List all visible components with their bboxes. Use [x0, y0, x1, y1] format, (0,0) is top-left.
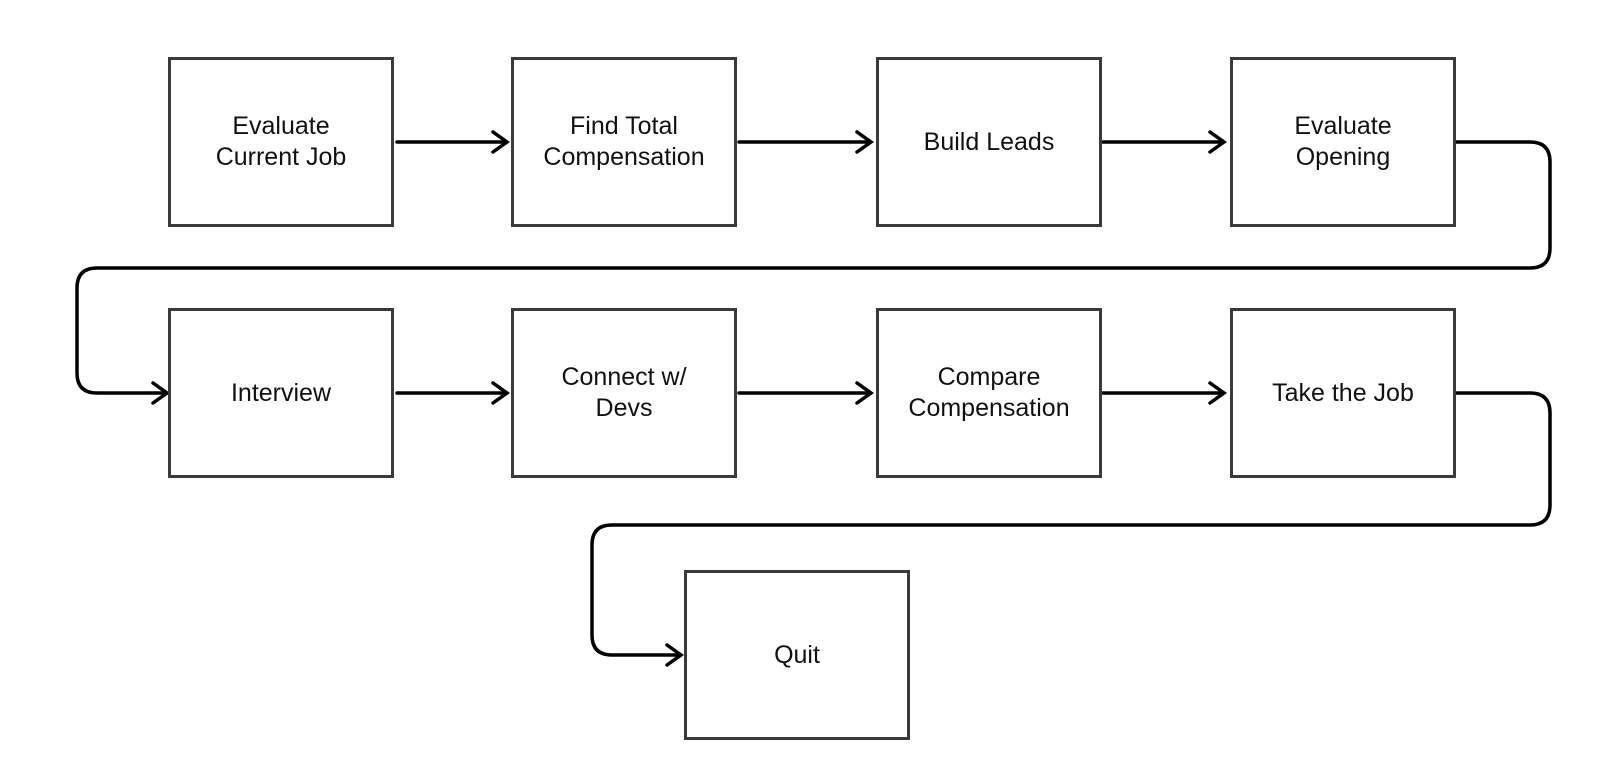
- step-label: Connect w/ Devs: [561, 363, 687, 422]
- step-label: Compare Compensation: [908, 363, 1070, 422]
- step-label: Find Total Compensation: [543, 112, 705, 171]
- step-box-evaluate-current-job: Evaluate Current Job: [168, 57, 394, 227]
- arrowhead-build-leads: [855, 130, 875, 154]
- step-label: Interview: [230, 378, 332, 407]
- step-box-evaluate-opening: Evaluate Opening: [1230, 57, 1456, 227]
- step-label: Quit: [774, 640, 820, 669]
- step-box-interview: Interview: [168, 308, 394, 478]
- arrowhead-compare-compensation: [855, 381, 875, 405]
- arrowhead-find-total-compensation: [491, 130, 511, 154]
- arrowhead-connect-devs: [491, 381, 511, 405]
- step-box-compare-compensation: Compare Compensation: [876, 308, 1102, 478]
- step-box-find-total-compensation: Find Total Compensation: [511, 57, 737, 227]
- step-box-build-leads: Build Leads: [876, 57, 1102, 227]
- arrowhead-quit: [665, 643, 685, 667]
- arrowhead-evaluate-opening: [1208, 130, 1228, 154]
- arrowhead-interview: [151, 381, 171, 405]
- step-box-take-the-job: Take the Job: [1230, 308, 1456, 478]
- step-label: Take the Job: [1272, 378, 1414, 407]
- step-label: Build Leads: [923, 127, 1055, 156]
- step-box-quit: Quit: [684, 570, 910, 740]
- step-box-connect-devs: Connect w/ Devs: [511, 308, 737, 478]
- connector-take-the-job-to-quit: [590, 391, 1552, 657]
- step-label: Evaluate Opening: [1294, 112, 1392, 171]
- arrowhead-take-the-job: [1208, 381, 1228, 405]
- connector-evaluate-opening-to-interview: [75, 140, 1552, 395]
- step-label: Evaluate Current Job: [215, 112, 347, 171]
